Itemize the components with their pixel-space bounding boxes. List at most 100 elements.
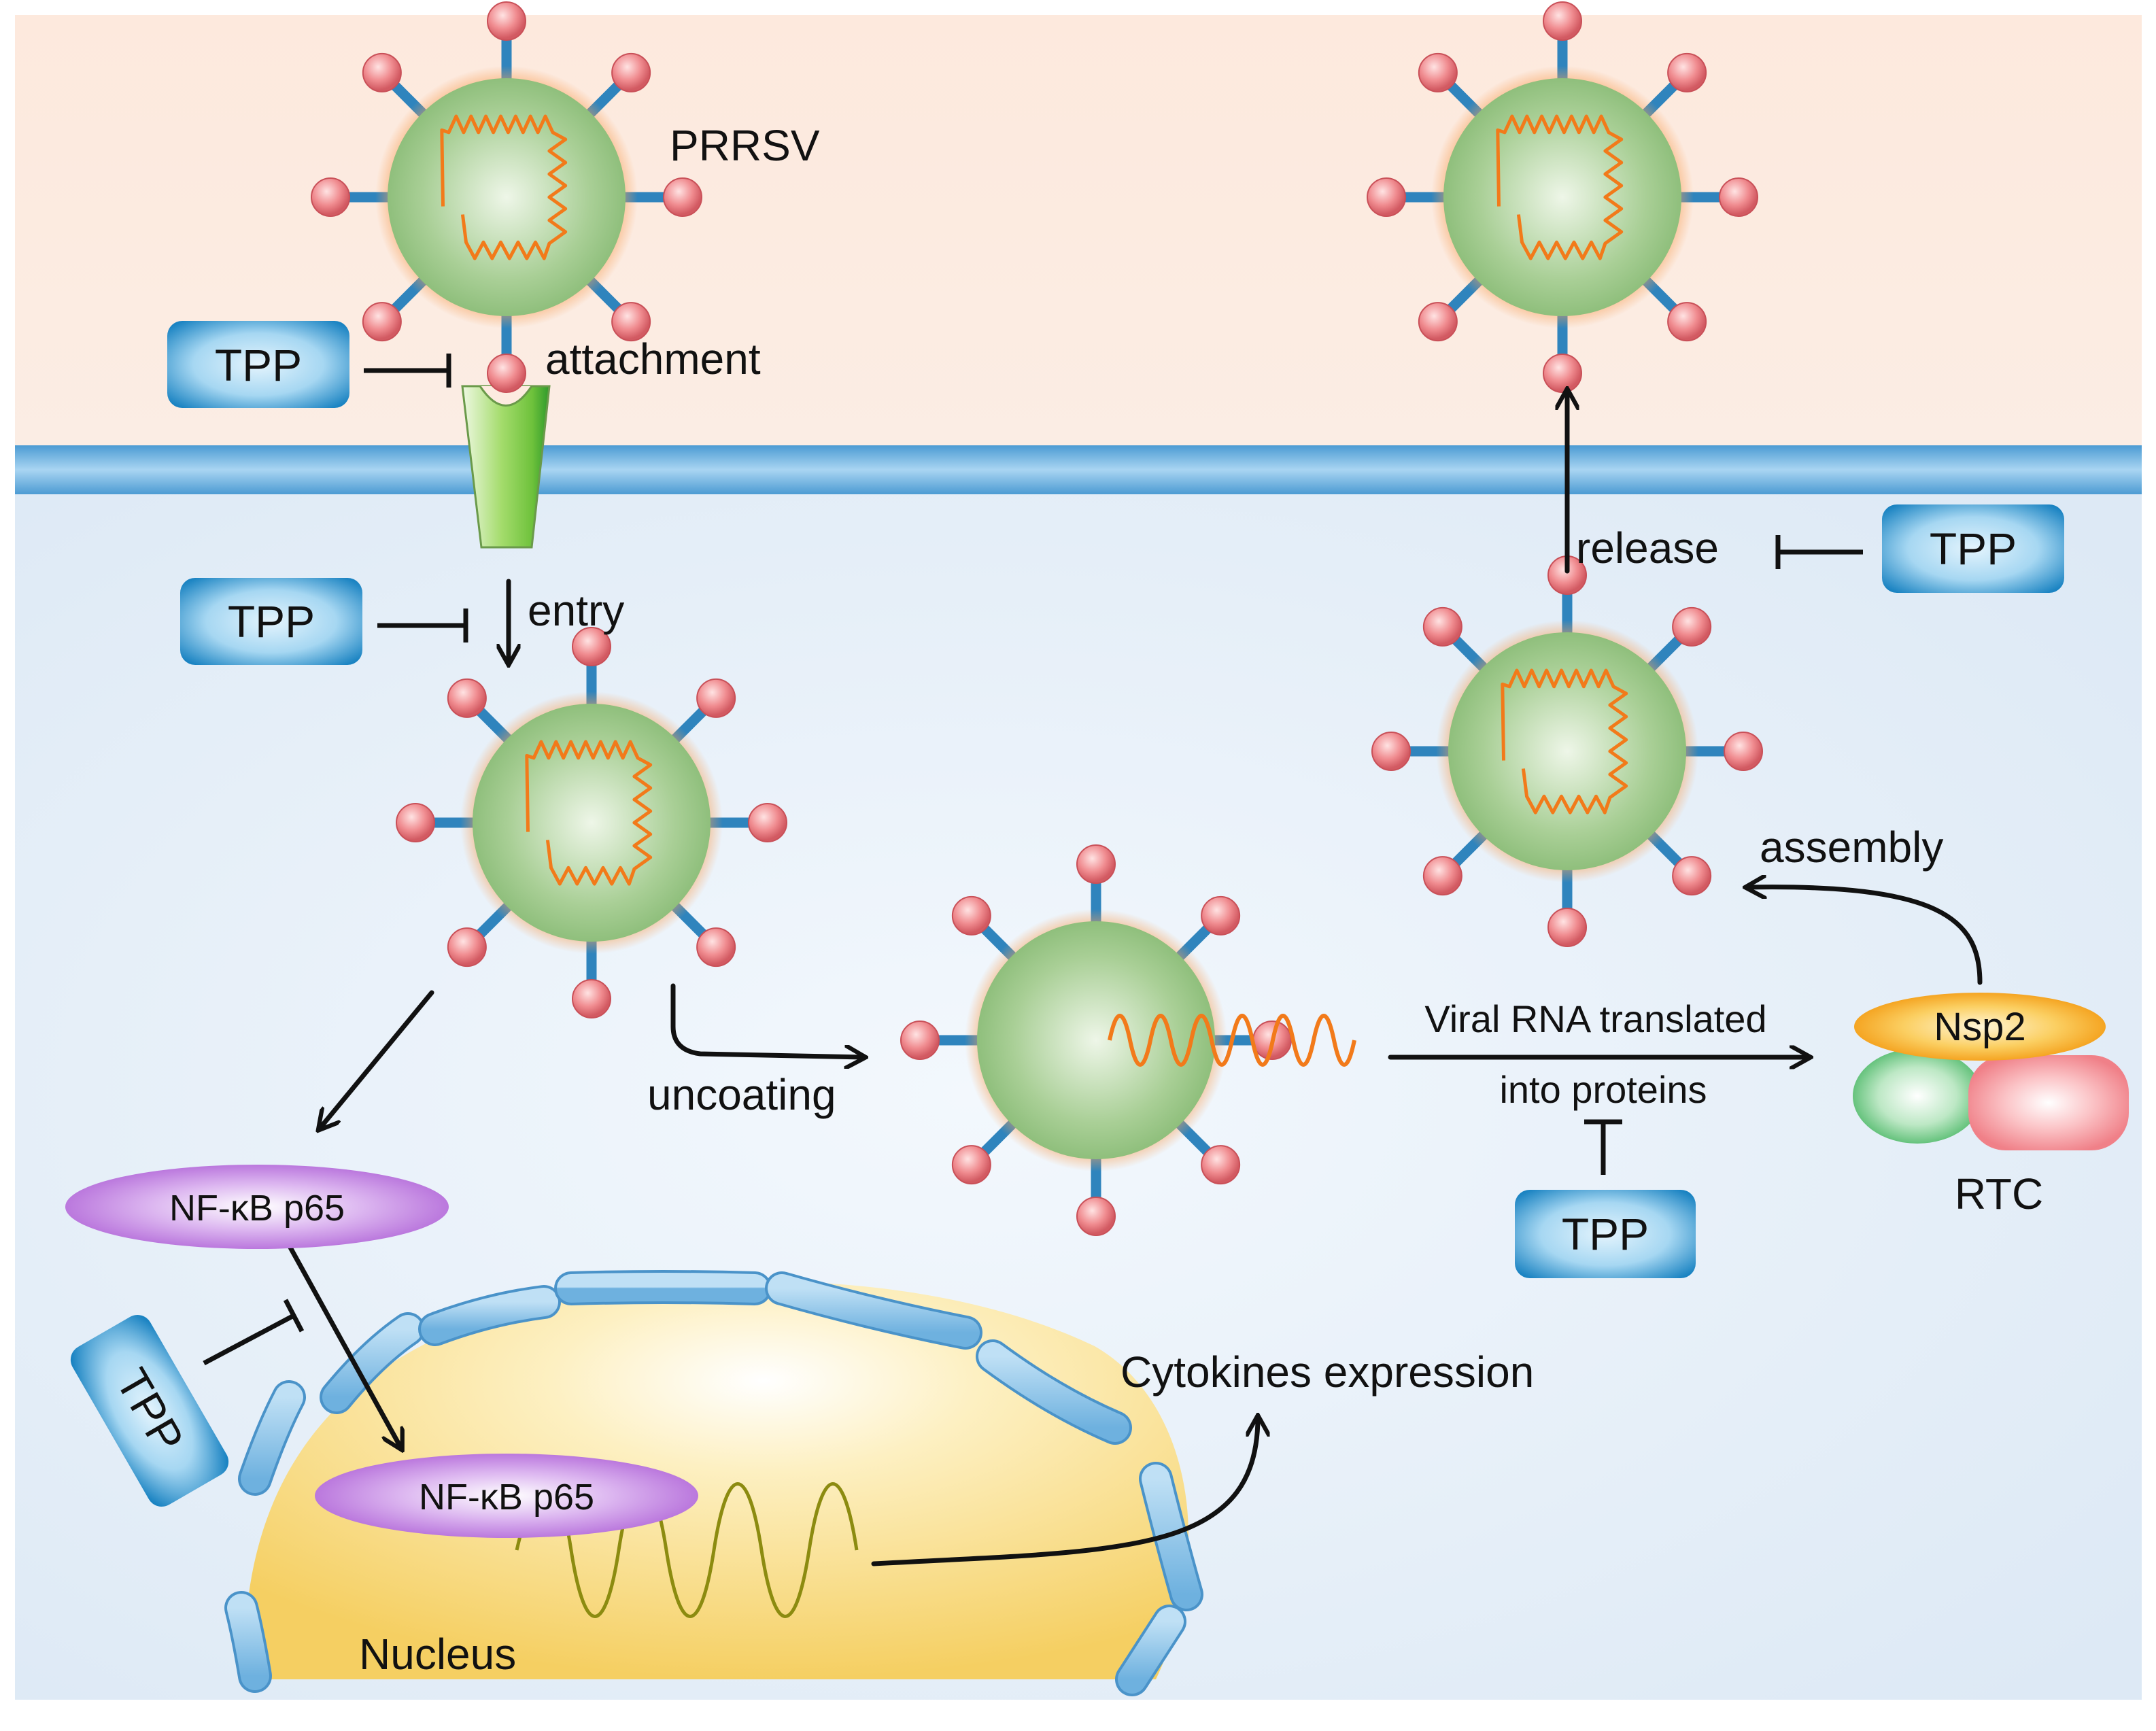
viral-rna: [1501, 668, 1628, 815]
rtc-complex: Nsp2: [1853, 993, 2129, 1150]
prrsv-label: PRRSV: [670, 121, 820, 170]
inhibit-entry: [377, 609, 468, 642]
tpp-label: TPP: [1930, 524, 2017, 574]
spike-glycoprotein: [1076, 844, 1116, 884]
inhibit-release: [1775, 535, 1863, 569]
rtc-green-protein: [1853, 1048, 1982, 1144]
spike-glycoprotein: [1201, 1145, 1241, 1185]
spike-glycoprotein: [1672, 606, 1712, 647]
tpp-box-translation: TPP: [1515, 1190, 1696, 1278]
tpp-label: TPP: [1562, 1209, 1649, 1259]
spike-glycoprotein: [1667, 302, 1707, 342]
spike-glycoprotein: [1076, 1197, 1116, 1236]
viral-rna: [1496, 114, 1624, 260]
tpp-box-attachment: TPP: [167, 321, 349, 408]
inhibit-translation: [1584, 1119, 1622, 1175]
spike-glycoprotein: [696, 678, 736, 718]
spike-glycoprotein: [1422, 856, 1462, 896]
released-viral-rna: [1108, 1014, 1356, 1067]
virion-released: [1367, 1, 1758, 393]
spike-glycoprotein: [1719, 177, 1758, 217]
nsp2-protein: [1854, 993, 2106, 1061]
svg-text:NF-κB p65: NF-κB p65: [419, 1477, 594, 1518]
rtc-pink-protein: [1968, 1055, 2129, 1150]
viral-rna: [525, 740, 653, 886]
spike-glycoprotein: [447, 927, 487, 967]
nucleus-label: Nucleus: [359, 1630, 516, 1679]
spike-glycoprotein: [748, 803, 787, 842]
cytokine-expression-arrow: [871, 1418, 1258, 1566]
release-label: release: [1576, 524, 1719, 572]
spike-glycoprotein: [1672, 856, 1712, 896]
tpp-label: TPP: [215, 340, 302, 390]
spike-glycoprotein: [572, 979, 611, 1018]
spike-glycoprotein: [1371, 732, 1411, 771]
uncoating-arrow: [670, 983, 863, 1057]
nfkb-p65-nucleus: NF-κB p65: [315, 1454, 698, 1538]
nuclear-pore-segment-fill: [227, 1594, 269, 1690]
virion-internalized: [396, 627, 787, 1018]
attachment-label: attachment: [545, 335, 761, 383]
spike-glycoprotein: [951, 1145, 991, 1185]
tpp-box-entry: TPP: [180, 578, 362, 665]
nuclear-envelope: [224, 1270, 1203, 1696]
assembly-arrow: [1747, 887, 1983, 985]
assembly-label: assembly: [1760, 823, 1943, 872]
svg-text:NF-κB p65: NF-κB p65: [169, 1188, 345, 1229]
virion-body: [1448, 632, 1686, 870]
spike-glycoprotein: [487, 1, 526, 41]
spike-glycoprotein: [396, 803, 435, 842]
spike-glycoprotein: [362, 52, 402, 92]
translation-label-line2: into proteins: [1499, 1068, 1707, 1111]
uncoating-label: uncoating: [647, 1070, 836, 1119]
nuclear-pore-segment-fill: [1142, 1464, 1201, 1609]
viral-rna: [440, 114, 568, 260]
spike-glycoprotein: [1418, 302, 1458, 342]
virion-prrsv-attaching: [311, 1, 702, 393]
nucleus: [224, 1270, 1203, 1696]
spike-glycoprotein: [1422, 606, 1462, 647]
virion-body: [473, 704, 711, 942]
spike-glycoprotein: [611, 302, 651, 342]
entry-label: entry: [528, 586, 624, 635]
nuclear-pore-segment-fill: [557, 1273, 769, 1303]
spike-glycoprotein: [1367, 177, 1406, 217]
nuclear-pore-segment-fill: [768, 1274, 980, 1347]
spike-glycoprotein: [900, 1021, 940, 1060]
tpp-box-release: TPP: [1882, 504, 2064, 593]
rtc-label: RTC: [1955, 1169, 2043, 1218]
spike-glycoprotein: [311, 177, 350, 217]
tpp-label: TPP: [228, 596, 315, 647]
spike-glycoprotein: [1724, 732, 1763, 771]
translation-label-line1: Viral RNA translated: [1424, 997, 1766, 1040]
nsp2-label: Nsp2: [1934, 1005, 2025, 1049]
spike-glycoprotein: [447, 678, 487, 718]
virion-uncoating: [900, 844, 1356, 1236]
inhibit-nfkb-translocation: [203, 1299, 305, 1366]
nfkb-activation-arrow: [320, 990, 434, 1129]
spike-glycoprotein: [1547, 908, 1587, 947]
spike-glycoprotein: [1201, 895, 1241, 936]
spike-glycoprotein: [951, 895, 991, 936]
spike-glycoprotein: [1667, 52, 1707, 92]
spike-glycoprotein: [1543, 354, 1582, 393]
nuclear-pore-segment-fill: [241, 1383, 303, 1493]
inhibit-attachment: [364, 354, 451, 388]
virion-body: [1443, 78, 1681, 316]
spike-glycoprotein: [1418, 52, 1458, 92]
nfkb-p65-cytoplasm: NF-κB p65: [65, 1165, 449, 1249]
virion-body: [388, 78, 626, 316]
cytokines-label: Cytokines expression: [1120, 1348, 1534, 1396]
spike-glycoprotein: [663, 177, 702, 217]
nuclear-pore-segment-fill: [421, 1288, 558, 1343]
cell-membrane: [15, 445, 2142, 494]
spike-glycoprotein: [487, 354, 526, 393]
nfkb-translocation-arrow: [273, 1218, 401, 1448]
spike-glycoprotein: [696, 927, 736, 967]
spike-glycoprotein: [1543, 1, 1582, 41]
nucleus-body: [244, 1281, 1189, 1679]
spike-glycoprotein: [611, 52, 651, 92]
virion-body: [977, 921, 1215, 1159]
